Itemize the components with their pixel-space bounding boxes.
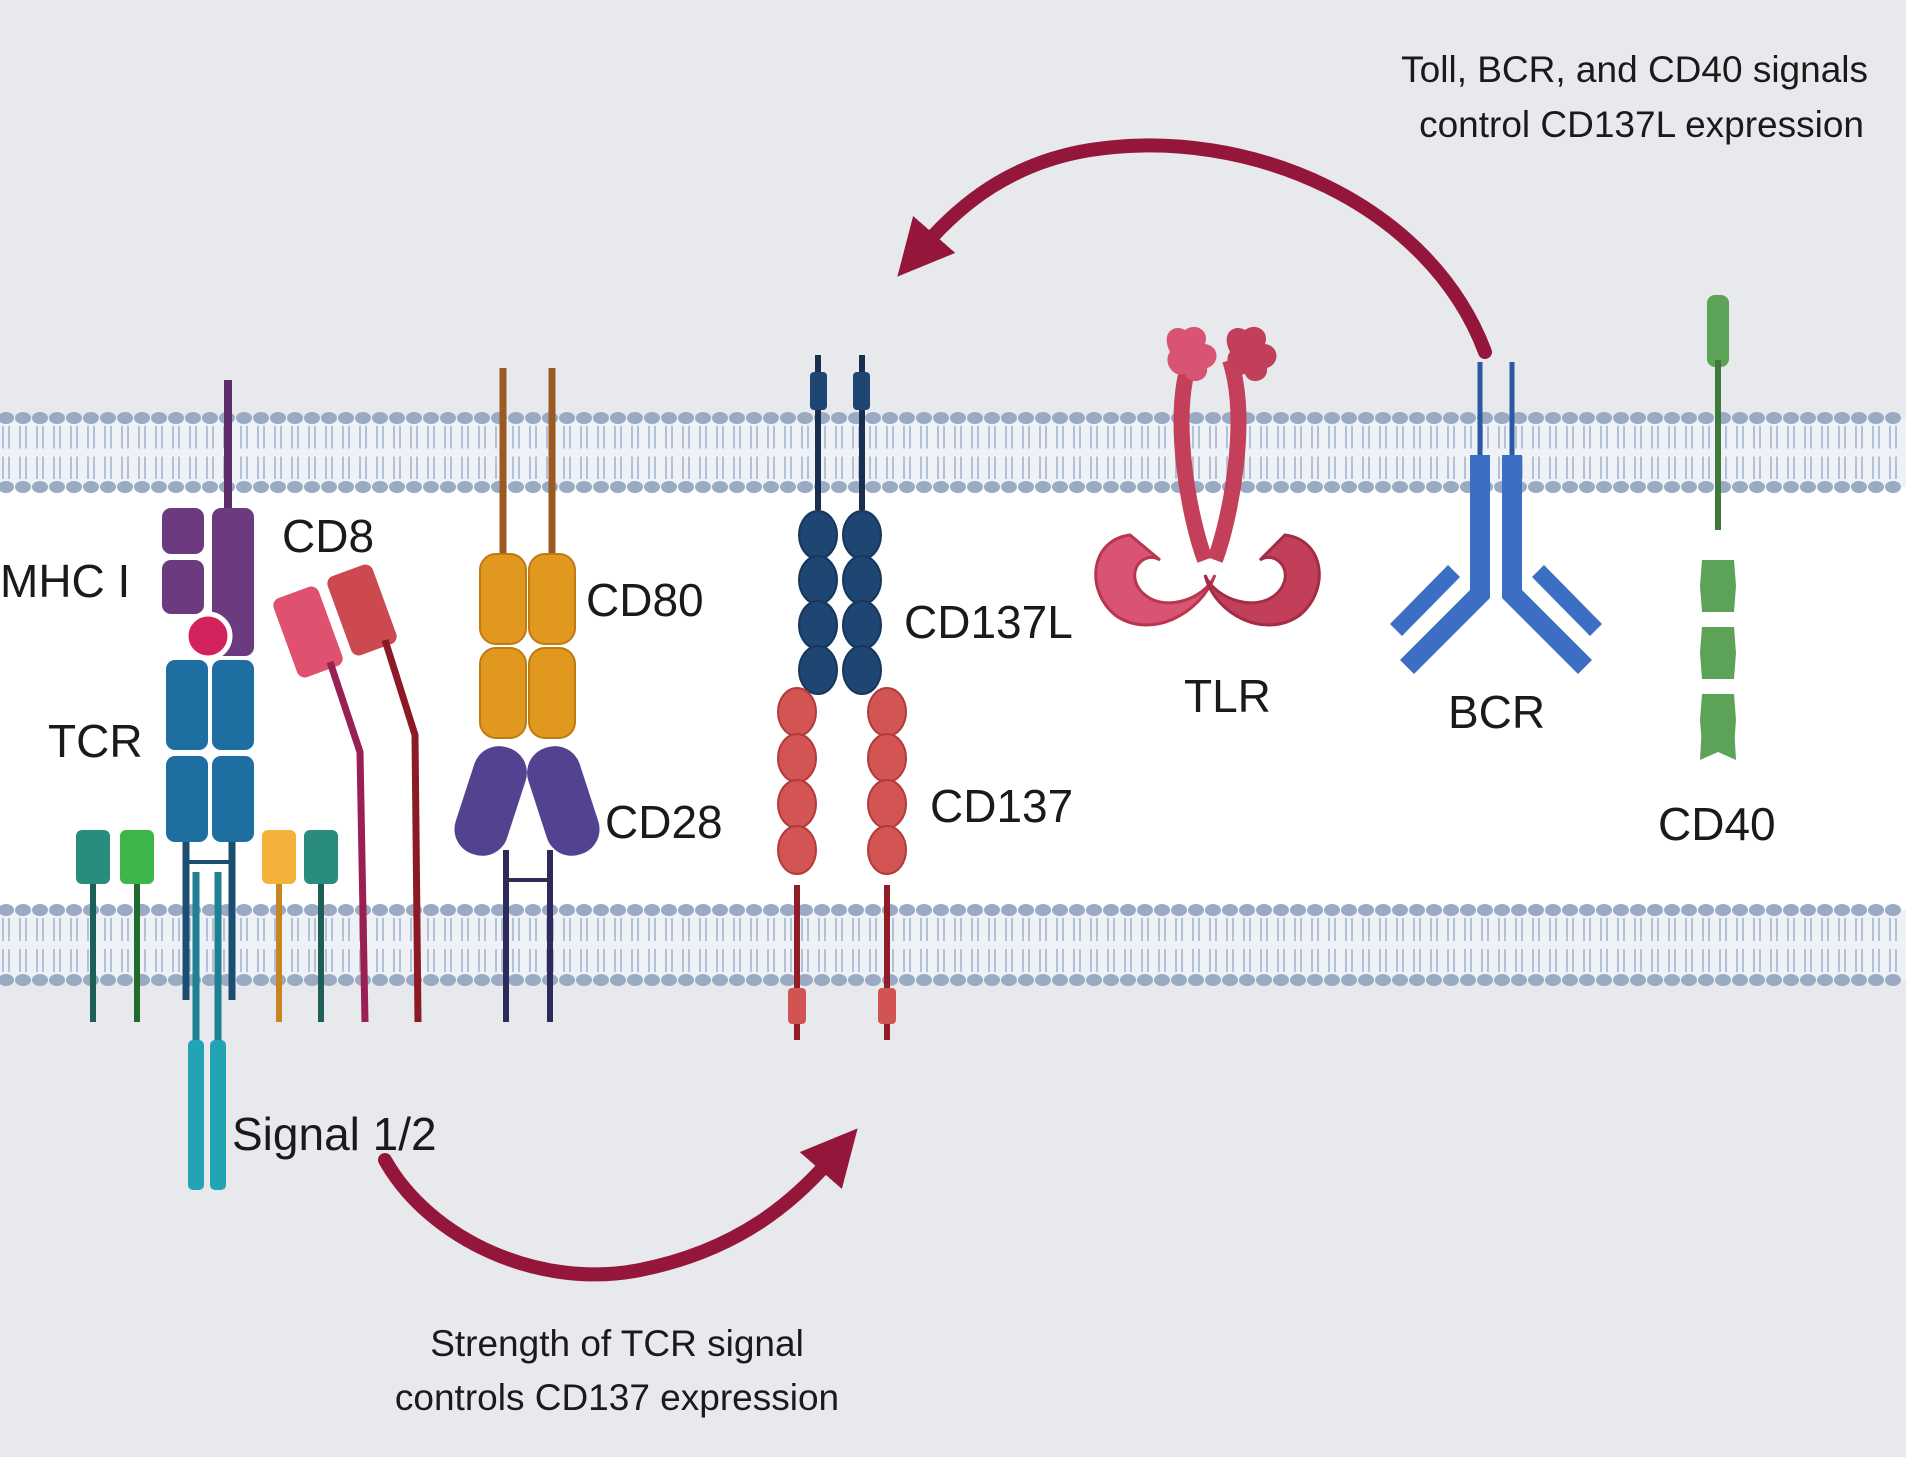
mhc-domain bbox=[162, 560, 204, 614]
cd137-domain bbox=[777, 733, 817, 783]
cd137l-domain bbox=[842, 645, 882, 695]
cd137l-domain bbox=[798, 510, 838, 560]
cd137l-tip bbox=[810, 372, 827, 410]
label-tcr: TCR bbox=[48, 715, 143, 767]
top-curved-arrow bbox=[897, 138, 1492, 359]
cd137l-domain bbox=[842, 510, 882, 560]
tlr-receptor bbox=[1094, 326, 1321, 627]
cd137l-domain bbox=[798, 555, 838, 605]
label-signal: Signal 1/2 bbox=[232, 1108, 437, 1160]
annotation-bottom-line2: controls CD137 expression bbox=[395, 1377, 839, 1418]
cd137l-domain bbox=[798, 600, 838, 650]
peptide bbox=[183, 611, 233, 661]
cd80-domain bbox=[479, 647, 527, 739]
label-mhc: MHC I bbox=[0, 555, 130, 607]
label-tlr: TLR bbox=[1184, 670, 1271, 722]
bottom-curved-arrow bbox=[378, 1128, 858, 1282]
cd80-domain bbox=[528, 553, 576, 645]
cd80-domain bbox=[528, 647, 576, 739]
cd137-tail bbox=[788, 988, 806, 1024]
label-cd28: CD28 bbox=[605, 796, 723, 848]
cd40-tail bbox=[1707, 295, 1729, 367]
mhc-domain bbox=[162, 508, 204, 554]
annotation-bottom-line1: Strength of TCR signal bbox=[430, 1323, 804, 1364]
annotation-top-line2: control CD137L expression bbox=[1419, 104, 1864, 145]
zeta-chain bbox=[210, 1040, 226, 1190]
cd8-alpha-head bbox=[273, 586, 343, 678]
cd80-domain bbox=[479, 553, 527, 645]
cd137-domain bbox=[777, 825, 817, 875]
label-cd40: CD40 bbox=[1658, 798, 1776, 850]
cd3-subunit bbox=[76, 830, 110, 884]
cd3-subunit bbox=[262, 830, 296, 884]
bcr-receptor bbox=[1390, 362, 1602, 674]
cd40-domain bbox=[1700, 725, 1736, 760]
annotation-top-line1: Toll, BCR, and CD40 signals bbox=[1401, 49, 1868, 90]
label-cd137l: CD137L bbox=[904, 596, 1073, 648]
label-cd137: CD137 bbox=[930, 780, 1073, 832]
lower-membrane bbox=[0, 904, 1906, 986]
tcr-domain bbox=[166, 756, 208, 842]
cd28-domain bbox=[454, 746, 527, 856]
cd137-domain bbox=[867, 779, 907, 829]
cd40-receptor bbox=[1700, 295, 1736, 760]
cd28-domain bbox=[527, 746, 600, 856]
cd137-domain bbox=[777, 779, 817, 829]
label-cd8: CD8 bbox=[282, 510, 374, 562]
cd3-subunit bbox=[304, 830, 338, 884]
cd137-domain bbox=[867, 825, 907, 875]
zeta-chain bbox=[188, 1040, 204, 1190]
cd8-coreceptor bbox=[273, 564, 422, 1023]
upper-membrane bbox=[0, 412, 1906, 493]
cd137l-domain bbox=[842, 555, 882, 605]
cd137l-cd137-pair bbox=[777, 355, 907, 1040]
cd3-subunit bbox=[120, 830, 154, 884]
label-bcr: BCR bbox=[1448, 686, 1545, 738]
cd137l-domain bbox=[842, 600, 882, 650]
cd137-domain bbox=[867, 733, 907, 783]
label-cd80: CD80 bbox=[586, 574, 704, 626]
cd80-cd28-pair bbox=[454, 368, 600, 1022]
tcr-domain bbox=[212, 756, 254, 842]
cd137l-domain bbox=[798, 645, 838, 695]
tcr-complex bbox=[76, 380, 338, 1190]
cd137-domain bbox=[867, 687, 907, 737]
cd137l-tip bbox=[853, 372, 870, 410]
cd8-beta-head bbox=[327, 564, 397, 656]
cd40-domain bbox=[1700, 627, 1736, 679]
cd137-domain bbox=[777, 687, 817, 737]
tcr-domain bbox=[166, 660, 208, 750]
cd40-domain bbox=[1700, 560, 1736, 612]
cd137-tail bbox=[878, 988, 896, 1024]
tcr-domain bbox=[212, 660, 254, 750]
